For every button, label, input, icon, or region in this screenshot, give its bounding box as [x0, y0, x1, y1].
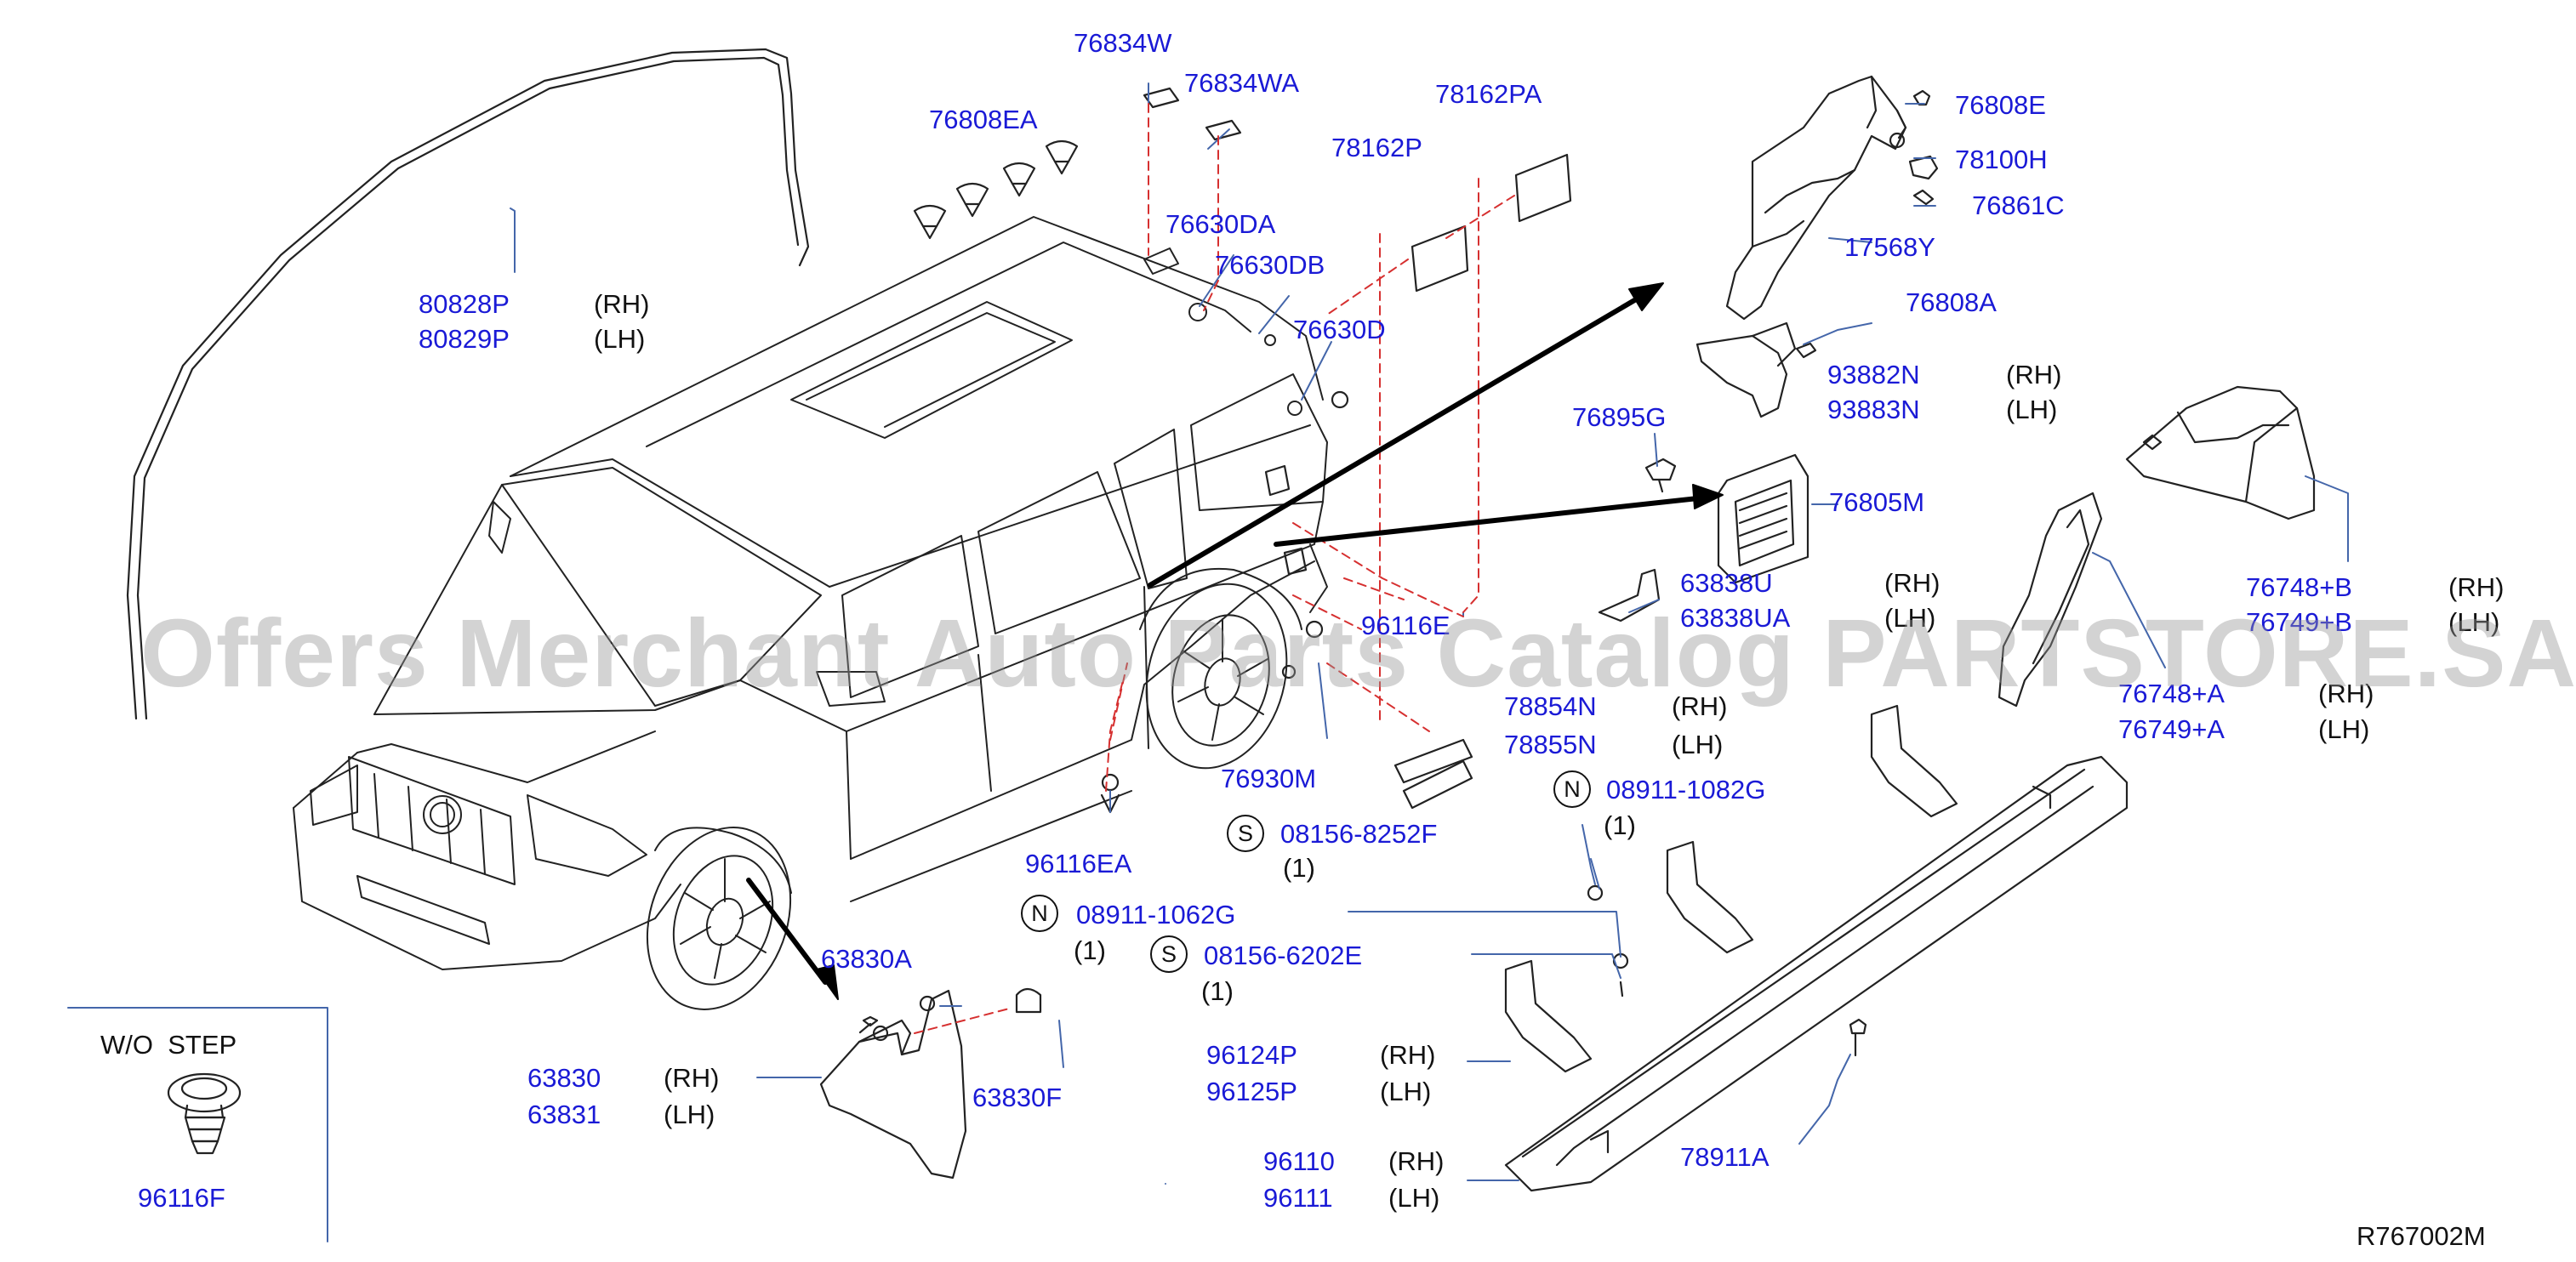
- part-number-78911A[interactable]: 78911A: [1680, 1142, 1770, 1172]
- side-80829P: (LH): [594, 324, 646, 354]
- arrows: [746, 282, 1724, 1000]
- part-number-96125P[interactable]: 96125P: [1206, 1077, 1297, 1106]
- side-80828P: (RH): [594, 289, 650, 319]
- part-number-76749-A[interactable]: 76749+A: [2118, 714, 2225, 744]
- part-number-96111[interactable]: 96111: [1263, 1183, 1333, 1213]
- part-number-96124P[interactable]: 96124P: [1206, 1040, 1297, 1070]
- side-76749-A: (LH): [2318, 714, 2370, 744]
- part-number-76834W[interactable]: 76834W: [1074, 28, 1172, 58]
- part-number-76630DA[interactable]: 76630DA: [1165, 209, 1276, 239]
- part-number-76749-B[interactable]: 76749+B: [2246, 607, 2352, 637]
- qty-08911-1062G: (1): [1074, 935, 1106, 965]
- part-number-08156-6202E[interactable]: 08156-6202E: [1204, 941, 1363, 970]
- side-78855N: (LH): [1672, 730, 1724, 759]
- mud-guard-drawing: [819, 987, 1042, 1180]
- part-number-63830F[interactable]: 63830F: [972, 1083, 1063, 1112]
- part-number-76748-B[interactable]: 76748+B: [2246, 572, 2352, 602]
- running-board-drawing: [1504, 755, 2129, 1192]
- liner-b-drawing: [2125, 385, 2316, 520]
- side-96125P: (LH): [1380, 1077, 1432, 1106]
- liner-a-drawing: [1998, 492, 2103, 708]
- part-number-76930M[interactable]: 76930M: [1221, 764, 1317, 793]
- part-number-96116EA[interactable]: 96116EA: [1025, 849, 1132, 878]
- part-number-17568Y[interactable]: 17568Y: [1844, 232, 1935, 262]
- part-number-78100H[interactable]: 78100H: [1955, 145, 2048, 174]
- part-number-76834WA[interactable]: 76834WA: [1184, 68, 1299, 98]
- inset-clip-drawing: [167, 1072, 242, 1155]
- part-number-93882N[interactable]: 93882N: [1827, 360, 1920, 389]
- part-number-78854N[interactable]: 78854N: [1504, 691, 1597, 721]
- part-number-76630DB[interactable]: 76630DB: [1215, 250, 1325, 280]
- side-96110: (RH): [1388, 1146, 1445, 1176]
- part-number-63830A[interactable]: 63830A: [821, 944, 912, 974]
- part-number-80828P[interactable]: 80828P: [419, 289, 510, 319]
- part-number-80829P[interactable]: 80829P: [419, 324, 510, 354]
- side-63831: (LH): [664, 1100, 715, 1129]
- figure-code: R767002M: [2357, 1221, 2486, 1251]
- symbol-n-08911-1062G: N: [1021, 895, 1058, 932]
- inset-border: [67, 1007, 328, 1242]
- side-63838U: (RH): [1884, 568, 1941, 598]
- side-76749-B: (LH): [2448, 607, 2500, 637]
- part-number-08156-8252F[interactable]: 08156-8252F: [1280, 819, 1438, 849]
- part-number-78162P[interactable]: 78162P: [1331, 133, 1422, 162]
- step-brackets-drawing: [1504, 704, 1958, 1073]
- qty-08156-8252F: (1): [1283, 853, 1315, 883]
- part-number-76861C[interactable]: 76861C: [1972, 190, 2065, 220]
- side-93882N: (RH): [2006, 360, 2062, 389]
- fuel-housing-drawing: [1695, 75, 1939, 418]
- symbol-s-08156-6202E: S: [1150, 935, 1188, 973]
- qty-08911-1082G: (1): [1604, 810, 1636, 840]
- part-number-96110[interactable]: 96110: [1263, 1146, 1335, 1176]
- decals-drawing: [1100, 87, 1572, 814]
- side-63830: (RH): [664, 1063, 720, 1093]
- part-number-76808E[interactable]: 76808E: [1955, 90, 2046, 120]
- part-number-76808A[interactable]: 76808A: [1906, 287, 1997, 317]
- part-number-96116F[interactable]: 96116F: [138, 1183, 225, 1213]
- part-number-08911-1062G[interactable]: 08911-1062G: [1076, 900, 1236, 929]
- side-76748-A: (RH): [2318, 679, 2374, 708]
- side-76748-B: (RH): [2448, 572, 2505, 602]
- part-number-63838U[interactable]: 63838U: [1680, 568, 1773, 598]
- vehicle-drawing: [293, 216, 1328, 1010]
- part-number-76808EA[interactable]: 76808EA: [929, 105, 1038, 134]
- qty-08156-6202E: (1): [1201, 976, 1234, 1006]
- watermark: Offers Merchant Auto Parts Catalog PARTS…: [140, 600, 2576, 707]
- part-number-08911-1082G[interactable]: 08911-1082G: [1606, 775, 1766, 804]
- fuel-door-drawing: [1644, 453, 1809, 584]
- part-number-96116E[interactable]: 96116E: [1361, 611, 1450, 640]
- side-93883N: (LH): [2006, 395, 2058, 424]
- side-96111: (LH): [1388, 1183, 1440, 1213]
- part-number-63831[interactable]: 63831: [527, 1100, 601, 1129]
- part-number-76895G[interactable]: 76895G: [1572, 402, 1667, 432]
- part-number-78855N[interactable]: 78855N: [1504, 730, 1597, 759]
- part-number-93883N[interactable]: 93883N: [1827, 395, 1920, 424]
- roof-molding-drawing: [126, 48, 810, 720]
- part-number-76805M[interactable]: 76805M: [1829, 487, 1925, 517]
- symbol-s-08156-8252F: S: [1227, 815, 1264, 852]
- bracket-drawing: [1598, 568, 1661, 622]
- side-96124P: (RH): [1380, 1040, 1436, 1070]
- part-number-63830[interactable]: 63830: [527, 1063, 601, 1093]
- side-78854N: (RH): [1672, 691, 1728, 721]
- roof-clips-drawing: [913, 139, 1079, 240]
- side-63838UA: (LH): [1884, 603, 1936, 633]
- part-number-76630D[interactable]: 76630D: [1293, 315, 1386, 344]
- protector-drawing: [1402, 759, 1473, 810]
- inset-title: W/O STEP: [100, 1030, 237, 1060]
- part-number-78162PA[interactable]: 78162PA: [1435, 79, 1542, 109]
- part-number-63838UA[interactable]: 63838UA: [1680, 603, 1791, 633]
- part-number-76748-A[interactable]: 76748+A: [2118, 679, 2225, 708]
- symbol-n-08911-1082G: N: [1553, 770, 1591, 808]
